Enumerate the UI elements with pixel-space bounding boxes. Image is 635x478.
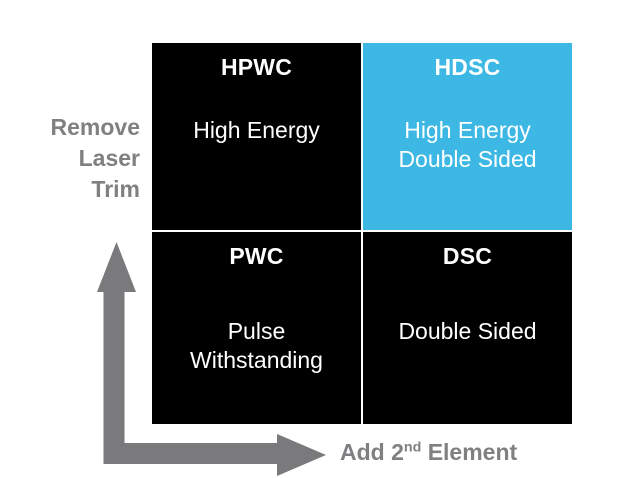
right-arrow-icon [103, 434, 326, 476]
quadrant-hpwc-title: HPWC [220, 54, 293, 80]
quadrant-pwc-body: Pulse Withstanding [190, 318, 323, 373]
quadrant-hdsc-title: HDSC [434, 54, 501, 80]
quadrant-hpwc[interactable]: HPWC High Energy [152, 43, 361, 230]
x-axis-label: Add 2nd Element [340, 437, 620, 468]
quadrant-dsc-title: DSC [442, 243, 493, 269]
quadrant-dsc[interactable]: DSC Double Sided [363, 232, 572, 424]
quadrant-matrix: HPWC High Energy HDSC High Energy Double… [152, 43, 572, 424]
up-arrow-icon [97, 242, 136, 443]
quadrant-hdsc-body: High Energy Double Sided [398, 117, 537, 172]
quadrant-hpwc-body: High Energy [193, 117, 320, 144]
quadrant-pwc-title: PWC [229, 243, 284, 269]
quadrant-dsc-body: Double Sided [398, 318, 537, 345]
quadrant-pwc[interactable]: PWC Pulse Withstanding [152, 232, 361, 424]
x-axis-label-superscript: nd [403, 439, 422, 456]
x-axis-label-prefix: Add 2 [340, 439, 404, 465]
x-axis-label-suffix: Element [421, 439, 518, 465]
y-axis-label: Remove Laser Trim [50, 114, 140, 202]
quadrant-hdsc[interactable]: HDSC High Energy Double Sided [363, 43, 572, 230]
